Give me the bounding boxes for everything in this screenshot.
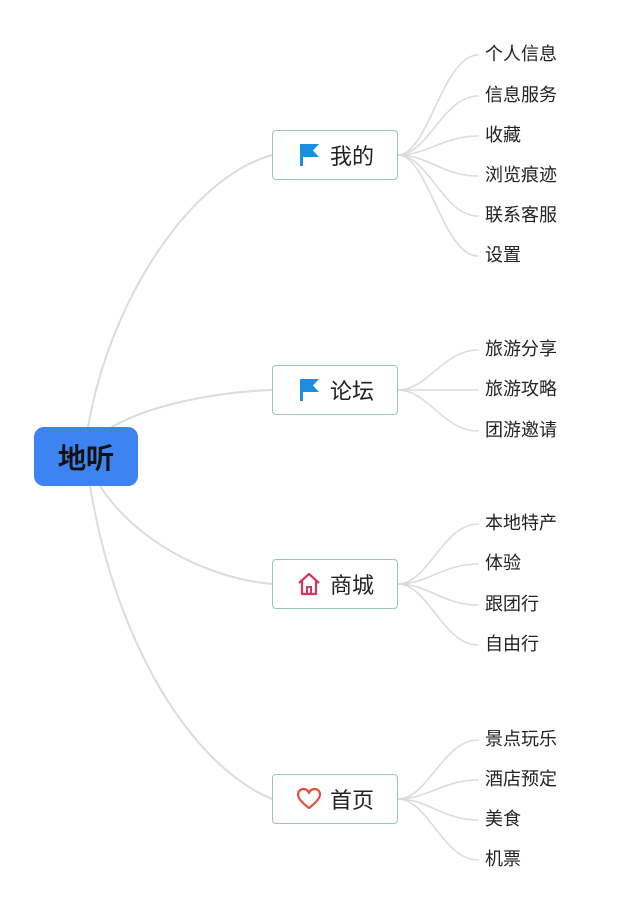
leaf-item[interactable]: 酒店预定 xyxy=(485,769,557,790)
branch-node-home[interactable]: 首页 xyxy=(272,774,398,824)
root-node[interactable]: 地听 xyxy=(34,427,138,486)
branch-leaf-connector xyxy=(397,779,479,800)
branch-leaf-connector xyxy=(397,798,479,861)
leaf-item[interactable]: 景点玩乐 xyxy=(485,729,557,750)
branch-label: 我的 xyxy=(329,145,374,170)
branch-leaf-connector xyxy=(397,389,479,432)
branch-leaf-connector xyxy=(397,583,479,646)
home-icon xyxy=(296,571,322,597)
flag-icon xyxy=(296,142,322,168)
heart-icon xyxy=(296,786,322,812)
leaf-item[interactable]: 信息服务 xyxy=(485,85,557,106)
branch-leaf-connector xyxy=(397,95,479,156)
leaf-item[interactable]: 机票 xyxy=(485,849,521,870)
branch-leaf-connector xyxy=(397,135,479,156)
branch-leaf-connector xyxy=(397,523,479,585)
branch-leaf-connector xyxy=(397,154,479,217)
root-branch-connector xyxy=(87,154,273,428)
leaf-item[interactable]: 旅游攻略 xyxy=(485,379,557,400)
branch-leaf-connector xyxy=(397,739,479,800)
root-branch-connector xyxy=(111,389,273,428)
branch-leaf-connector xyxy=(397,583,479,606)
leaf-item[interactable]: 自由行 xyxy=(485,634,539,655)
branch-label: 首页 xyxy=(329,789,374,814)
leaf-item[interactable]: 浏览痕迹 xyxy=(485,165,557,186)
leaf-item[interactable]: 体验 xyxy=(485,553,521,574)
root-label: 地听 xyxy=(57,441,114,475)
leaf-item[interactable]: 本地特产 xyxy=(485,513,557,534)
branch-leaf-connector xyxy=(397,54,479,156)
leaf-item[interactable]: 收藏 xyxy=(485,125,521,146)
branch-label: 商城 xyxy=(329,574,374,599)
flag-icon xyxy=(296,377,322,403)
leaf-item[interactable]: 旅游分享 xyxy=(485,339,557,360)
branch-leaf-connector xyxy=(397,563,479,585)
root-branch-connector xyxy=(99,485,273,585)
branch-leaf-connector xyxy=(397,154,479,177)
branch-leaf-connector xyxy=(397,798,479,821)
leaf-item[interactable]: 跟团行 xyxy=(485,594,539,615)
branch-label: 论坛 xyxy=(329,380,374,405)
leaf-item[interactable]: 设置 xyxy=(485,245,521,266)
branch-leaf-connector xyxy=(397,154,479,257)
leaf-item[interactable]: 团游邀请 xyxy=(485,420,557,441)
leaf-item[interactable]: 个人信息 xyxy=(485,44,557,65)
leaf-item[interactable]: 联系客服 xyxy=(485,205,557,226)
branch-node-mall[interactable]: 商城 xyxy=(272,559,398,609)
branch-node-mine[interactable]: 我的 xyxy=(272,130,398,180)
leaf-item[interactable]: 美食 xyxy=(485,809,521,830)
branch-node-forum[interactable]: 论坛 xyxy=(272,365,398,415)
root-branch-connector xyxy=(89,485,273,800)
branch-leaf-connector xyxy=(397,349,479,391)
